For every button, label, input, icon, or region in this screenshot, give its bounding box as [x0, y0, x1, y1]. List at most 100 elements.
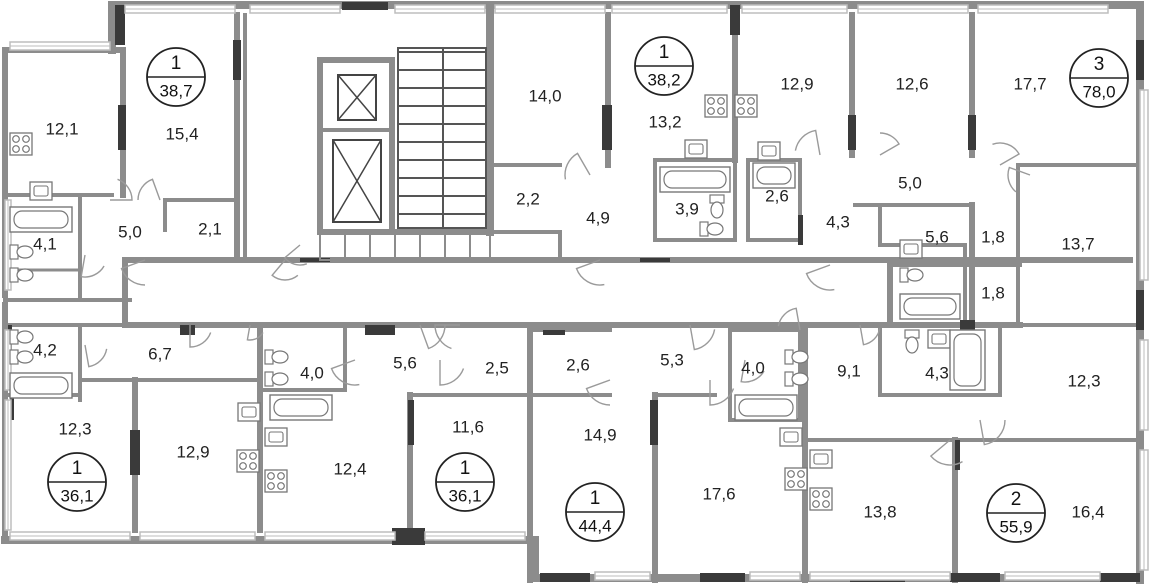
stove-burner [787, 480, 795, 488]
apartment-badge: 136,1 [435, 452, 495, 512]
structural-wall [1100, 573, 1140, 582]
door-swing-icon [419, 324, 446, 350]
door-swing-icon [283, 244, 308, 266]
door-swing-icon [434, 324, 460, 350]
structural-wall [392, 528, 425, 545]
structural-wall [730, 5, 740, 35]
stove-burner [737, 97, 745, 105]
bathtub-inner [13, 210, 69, 229]
stove-burner [707, 97, 715, 105]
door-swing-icon [189, 325, 212, 348]
structural-wall [300, 258, 330, 262]
structural-wall [640, 258, 670, 262]
apartment-room-count: 3 [1094, 54, 1105, 75]
apartment-room-count: 1 [590, 488, 601, 509]
stove-burner [797, 480, 805, 488]
door-swing-icon [137, 178, 161, 201]
structural-wall [602, 105, 612, 150]
bathtub-inner [663, 170, 727, 189]
room-area-label: 12,3 [1067, 371, 1100, 390]
room-area-label: 12,4 [333, 459, 366, 478]
room-area-label: 16,4 [1071, 502, 1104, 521]
structural-wall [365, 325, 395, 335]
room-area-label: 4,1 [33, 234, 57, 253]
stove-icon [704, 94, 728, 118]
fixtures [9, 94, 986, 511]
apartment-badge: 138,2 [634, 36, 694, 96]
door-swing-icon [929, 439, 963, 466]
room-area-label: 2,2 [516, 189, 540, 208]
sink-icon [927, 329, 951, 349]
structural-wall [10, 395, 14, 420]
room-area-label: 4,3 [925, 363, 949, 382]
toilet-bowl [16, 350, 34, 364]
sink-icon [237, 402, 261, 422]
stove-icon [236, 449, 260, 473]
room-area-label: 5,6 [925, 227, 949, 246]
room-area-label: 13,7 [1061, 234, 1094, 253]
room-area-label: 2,5 [485, 358, 509, 377]
apartment-badge: 136,1 [47, 452, 107, 512]
structural-wall [233, 40, 241, 80]
stove-burner [12, 145, 20, 153]
room-area-label: 5,6 [393, 353, 417, 372]
stove-burner [747, 97, 755, 105]
stove-icon [784, 467, 808, 491]
stove-burner [267, 482, 275, 490]
door-swing-icon [859, 324, 881, 346]
room-area-label: 1,8 [981, 227, 1005, 246]
apartment-badge: 378,0 [1069, 48, 1129, 108]
stove-burner [267, 472, 275, 480]
door-swing-icon [575, 259, 605, 286]
structural-wall [700, 573, 745, 582]
apartment-room-count: 1 [72, 458, 83, 479]
sink-icon [684, 139, 708, 159]
stove-burner [249, 462, 257, 470]
door-swing-icon [689, 324, 716, 351]
apartment-badge: 255,9 [986, 483, 1046, 543]
room-area-label: 6,7 [148, 344, 172, 363]
stove-icon [264, 469, 288, 493]
door-swing-icon [805, 264, 835, 291]
door-swing-icon [80, 254, 105, 278]
structural-wall [960, 320, 975, 330]
apartment-total-area: 55,9 [999, 517, 1032, 536]
room-area-label: 17,7 [1013, 74, 1046, 93]
door-swing-icon [120, 259, 146, 286]
room-area-label: 5,3 [660, 350, 684, 369]
stove-burner [797, 470, 805, 478]
sink-icon [757, 141, 781, 161]
core-vestibule [319, 231, 491, 261]
apartment-total-area: 78,0 [1082, 82, 1115, 101]
bathtub-inner [273, 398, 329, 417]
stove-icon [9, 132, 33, 156]
door-swing-icon [979, 419, 1006, 446]
door-swing-icon [709, 380, 735, 406]
apartment-room-count: 1 [460, 458, 471, 479]
sink-basin [931, 333, 947, 345]
stove-burner [747, 107, 755, 115]
stove-burner [277, 482, 285, 490]
structural-wall [180, 325, 195, 335]
stove-burner [707, 107, 715, 115]
bathtub-icon [949, 329, 986, 391]
structural-wall [650, 400, 658, 445]
apartment-room-count: 2 [1011, 489, 1022, 510]
room-area-label: 9,1 [837, 361, 861, 380]
room-area-label: 13,2 [648, 112, 681, 131]
sink-basin [813, 453, 829, 465]
stove-icon [734, 94, 758, 118]
apartment-badge: 138,7 [146, 47, 206, 107]
sink-basin [783, 431, 799, 443]
room-area-label: 1,8 [981, 283, 1005, 302]
door-swing-icon [585, 379, 611, 406]
room-area-label: 17,6 [702, 484, 735, 503]
elevator-icon [332, 139, 382, 223]
windows [4, 4, 1149, 581]
room-area-label: 15,4 [165, 124, 198, 143]
bathtub-inner [903, 297, 957, 316]
toilet-bowl [906, 268, 924, 282]
